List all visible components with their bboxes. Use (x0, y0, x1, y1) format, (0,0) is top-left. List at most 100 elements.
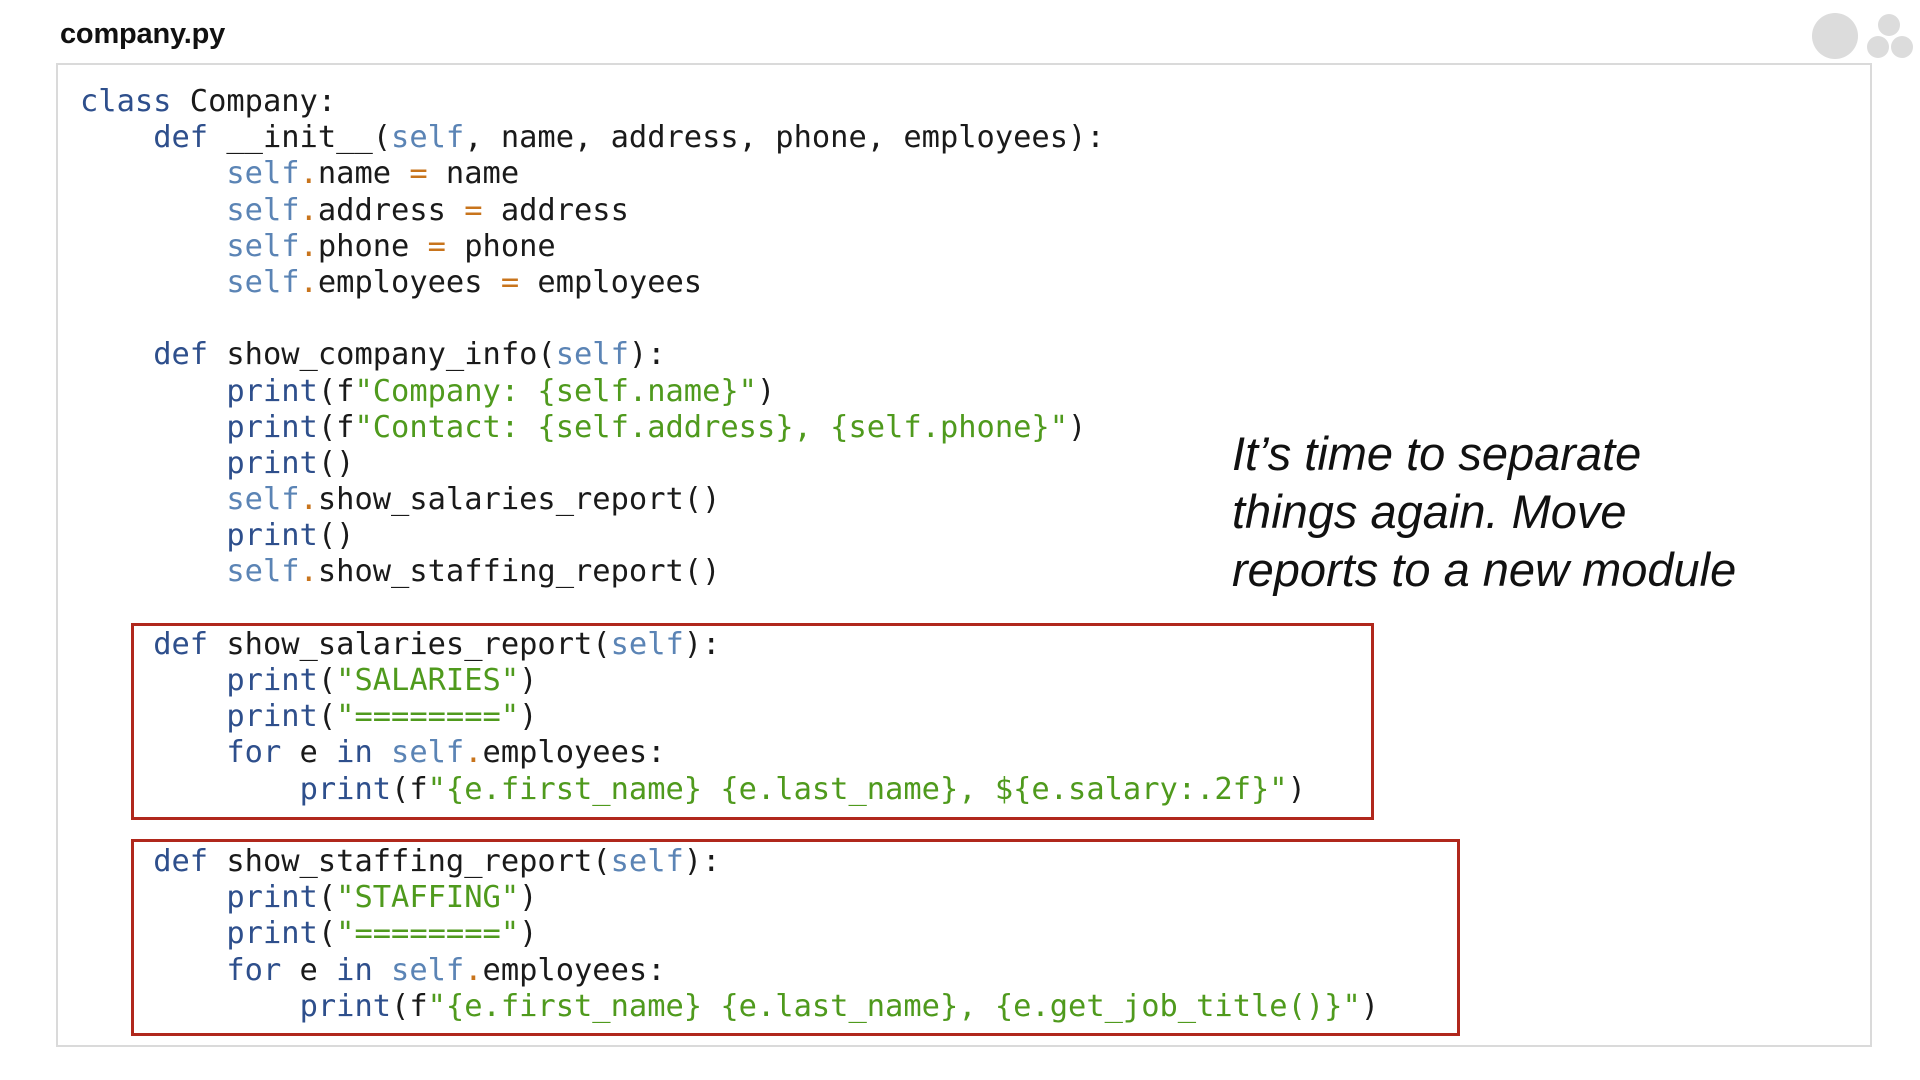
code-line: print(f"{e.first_name} {e.last_name}, {e… (80, 988, 1380, 1025)
code-token: employees: (482, 735, 666, 771)
code-line: self.show_staffing_report() (80, 554, 1379, 590)
code-token: ): (628, 337, 666, 373)
code-token: show_salaries_report( (208, 626, 611, 662)
code-token: ( (317, 880, 337, 916)
code-token: ( (317, 699, 337, 735)
code-token: self (610, 843, 684, 879)
code-token: for (226, 952, 282, 988)
code-token (80, 374, 226, 409)
code-token (80, 193, 226, 228)
code-token: print (226, 663, 318, 698)
code-token (80, 554, 226, 589)
dots-icon (1800, 8, 1918, 68)
file-name-title: company.py (60, 18, 226, 50)
code-token (80, 446, 226, 481)
code-line: class Company: (80, 84, 1379, 120)
code-token: . (299, 264, 318, 300)
code-token: class (80, 84, 172, 119)
code-line: for e in self.employees: (80, 735, 1379, 771)
code-panel (56, 63, 1872, 1047)
code-token: = (409, 156, 428, 192)
code-line (80, 301, 1379, 337)
code-token (80, 518, 226, 553)
code-token (80, 229, 226, 264)
code-token: print (226, 699, 318, 735)
code-token: ) (519, 663, 538, 698)
code-token: print (226, 373, 318, 409)
code-token: ) (1360, 988, 1380, 1024)
code-token: print (226, 880, 318, 916)
code-line: self.phone = phone (80, 229, 1379, 265)
code-token: ): (683, 843, 721, 879)
code-line: print("========") (80, 699, 1379, 735)
code-token: ) (1068, 409, 1087, 445)
code-token: name (427, 156, 520, 192)
code-token (80, 265, 226, 300)
code-token: print (226, 916, 318, 952)
code-token: , name, address, phone, employees): (464, 120, 1105, 156)
code-token: self (555, 337, 629, 373)
code-line: print() (80, 518, 1379, 554)
code-line: print(f"{e.first_name} {e.last_name}, ${… (80, 772, 1379, 808)
code-line: def show_salaries_report(self): (80, 627, 1379, 663)
code-token: phone (317, 228, 428, 264)
code-token: name (317, 156, 410, 192)
code-token: self (391, 952, 465, 988)
code-line (80, 591, 1379, 627)
annotation-note: It’s time to separate things again. Move… (1232, 425, 1872, 599)
code-line: print() (80, 446, 1379, 482)
code-token: print (299, 771, 392, 807)
code-token: phone (445, 228, 556, 264)
annotation-line: things again. Move (1232, 485, 1627, 538)
code-token: e (281, 735, 337, 771)
code-line: self.show_salaries_report() (80, 482, 1379, 518)
code-line: print(f"Company: {self.name}") (80, 374, 1379, 410)
code-token: def (153, 120, 209, 156)
code-token (80, 337, 153, 372)
annotation-line: It’s time to separate (1232, 427, 1642, 480)
staffing-report-highlight-box (131, 839, 1460, 1036)
code-line: def show_company_info(self): (80, 337, 1379, 373)
code-token: "SALARIES" (336, 663, 520, 698)
code-token: ) (519, 880, 538, 916)
code-line: def __init__(self, name, address, phone,… (80, 120, 1379, 156)
code-line: def show_staffing_report(self): (80, 844, 1379, 880)
annotation-line: reports to a new module (1232, 543, 1737, 596)
code-token: "Contact: {self.address}, {self.phone}" (354, 409, 1069, 445)
code-token: . (464, 952, 483, 988)
code-token (80, 482, 226, 517)
code-token: "STAFFING" (336, 880, 520, 916)
code-token (80, 120, 153, 155)
code-token: ( (317, 663, 337, 698)
code-token: print (226, 409, 318, 445)
code-token: def (153, 843, 209, 879)
code-token: . (299, 192, 318, 228)
code-token: show_salaries_report() (317, 482, 721, 518)
code-token: in (336, 735, 373, 771)
code-token: employees: (482, 952, 666, 988)
code-token: self (226, 156, 300, 192)
code-token: show_staffing_report( (208, 843, 611, 879)
code-token: () (317, 518, 355, 554)
code-block: class Company: def __init__(self, name, … (80, 84, 1379, 1025)
code-token: print (299, 988, 392, 1024)
code-token: = (427, 228, 446, 264)
code-token: "Company: {self.name}" (354, 373, 757, 409)
code-token: ( (317, 916, 337, 952)
code-token: address (482, 192, 629, 228)
code-line: self.address = address (80, 193, 1379, 229)
code-token: "{e.first_name} {e.last_name}, {e.get_jo… (427, 988, 1361, 1024)
code-token: = (464, 192, 483, 228)
code-token: print (226, 518, 318, 554)
code-token: ) (519, 699, 538, 735)
code-token: () (317, 445, 355, 481)
code-token: self (226, 554, 300, 590)
code-token: . (299, 156, 318, 192)
code-token: self (226, 228, 300, 264)
code-token: employees (317, 264, 501, 300)
code-token: self (226, 264, 300, 300)
code-token: ) (756, 373, 776, 409)
code-token: self (226, 482, 300, 518)
code-token: "{e.first_name} {e.last_name}, ${e.salar… (427, 771, 1288, 807)
code-line: for e in self.employees: (80, 953, 1379, 989)
